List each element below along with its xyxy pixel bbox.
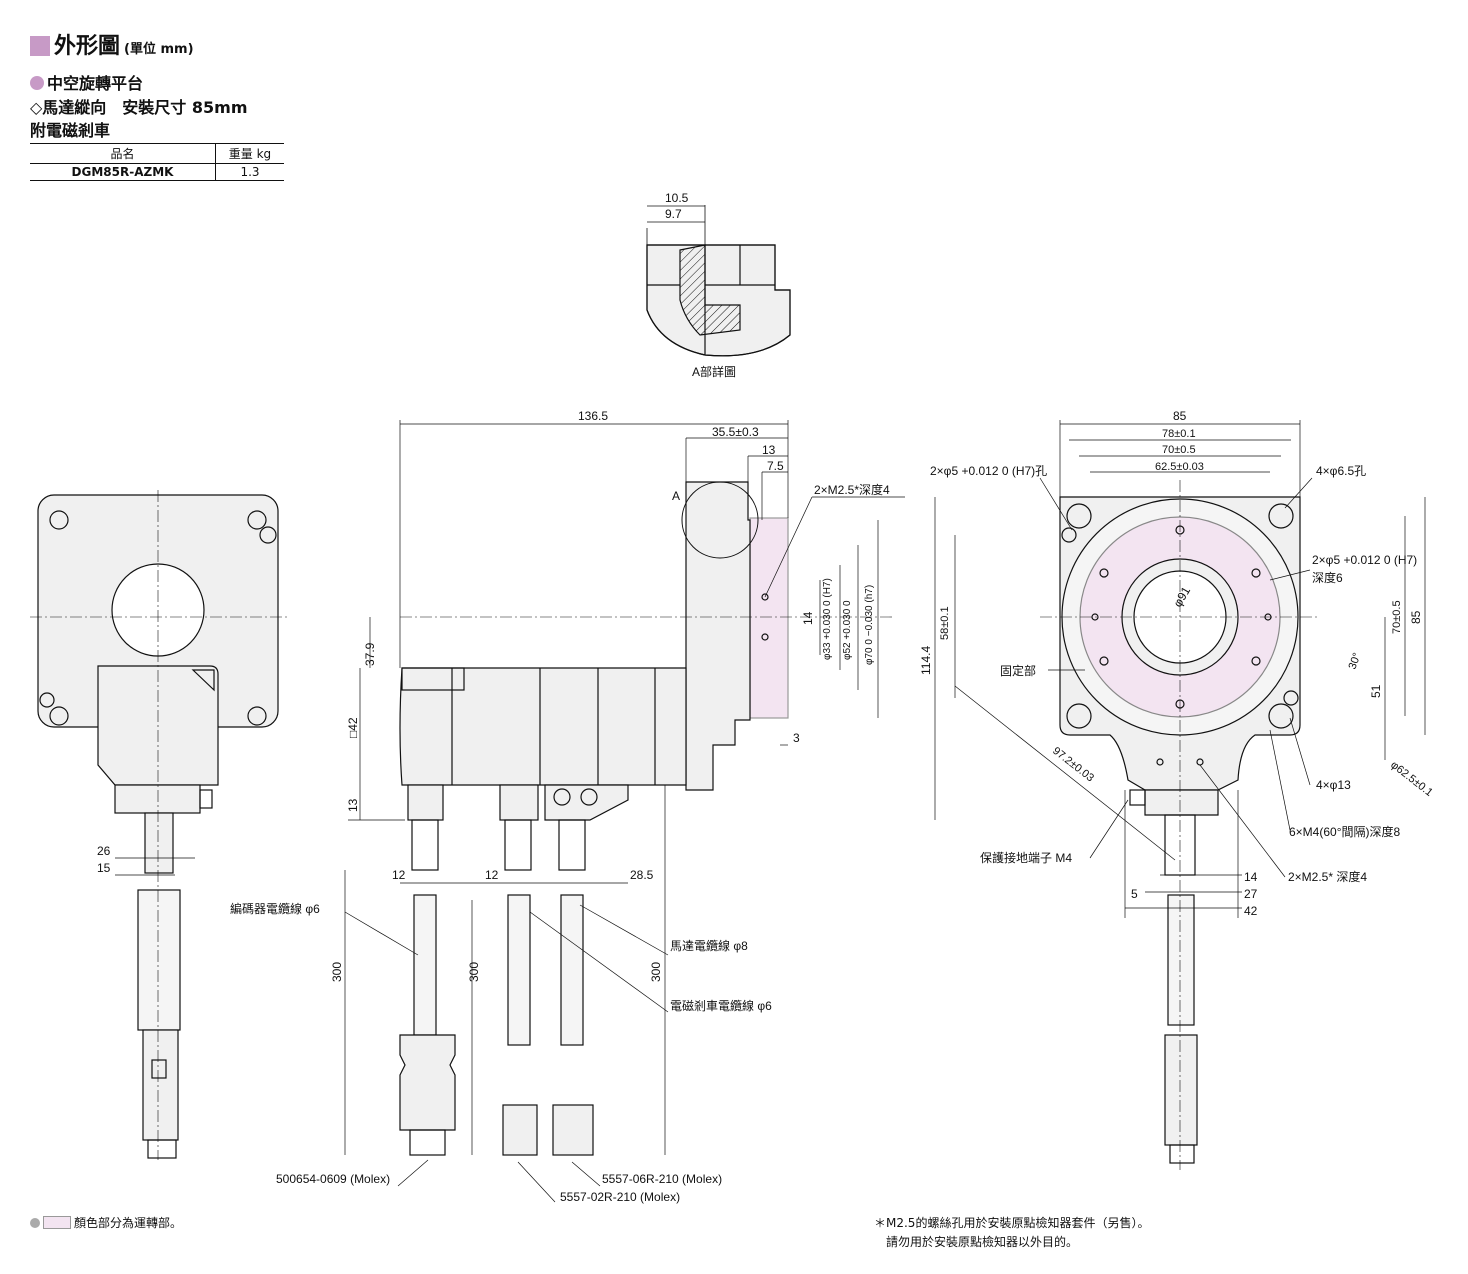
side-view xyxy=(344,420,905,1203)
side-dim-28-5: 28.5 xyxy=(630,868,654,882)
side-dim-m2-5: 2×M2.5*深度4 xyxy=(814,482,890,497)
col-header-model: 品名 xyxy=(30,143,216,164)
side-dim-phi52: φ52 +0.030 0 xyxy=(842,600,853,660)
front-tap-m2-5: 2×M2.5* 深度4 xyxy=(1288,869,1367,884)
detail-dim-10-5: 10.5 xyxy=(665,191,689,205)
label-connector-encoder: 500654-0609 (Molex) xyxy=(276,1172,390,1186)
side-dim-7-5: 7.5 xyxy=(767,459,784,473)
side-dim-300-c: 300 xyxy=(649,962,663,982)
side-dim-37-9: 37.9 xyxy=(363,642,377,666)
front-hole-13: 4×φ13 xyxy=(1316,778,1351,792)
label-brake-cable: 電磁剎車電纜線 φ6 xyxy=(670,998,772,1013)
front-dim-14: 14 xyxy=(1244,870,1258,884)
side-dim-13-bottom: 13 xyxy=(346,798,360,812)
front-dim-27: 27 xyxy=(1244,887,1258,901)
front-dim-70: 70±0.5 xyxy=(1162,444,1196,456)
legend-color-swatch xyxy=(43,1216,71,1229)
legend-text: 顏色部分為運轉部。 xyxy=(74,1216,183,1230)
front-angle-30: 30° xyxy=(1347,651,1364,671)
side-dim-3: 3 xyxy=(793,731,800,745)
side-dim-300-b: 300 xyxy=(467,962,481,982)
detail-a-view xyxy=(646,205,791,357)
front-dim-114-4: 114.4 xyxy=(919,646,933,675)
page-title: 外形圖 xyxy=(54,34,121,59)
side-dim-300-a: 300 xyxy=(330,962,344,982)
side-dim-35-5: 35.5±0.3 xyxy=(712,425,759,439)
label-ground-terminal: 保護接地端子 M4 xyxy=(980,850,1072,865)
front-dim-58: 58±0.1 xyxy=(939,606,951,640)
circle-bullet-icon xyxy=(30,76,44,90)
detail-dim-9-7: 9.7 xyxy=(665,207,682,221)
color-legend: 顏色部分為運轉部。 xyxy=(30,1214,182,1231)
front-dim-62-5: 62.5±0.03 xyxy=(1155,461,1204,473)
cell-model: DGM85R-AZMK xyxy=(30,163,216,181)
product-line-3: 附電磁剎車 xyxy=(30,121,111,140)
label-fixed-part: 固定部 xyxy=(1000,663,1036,678)
front-dim-70-right: 70±0.5 xyxy=(1391,600,1403,634)
header-color-square xyxy=(30,36,50,56)
spec-table: 品名 重量 kg DGM85R-AZMK 1.3 xyxy=(30,143,284,181)
side-dim-square-42: □42 xyxy=(346,717,360,738)
front-dim-51: 51 xyxy=(1369,684,1383,698)
col-header-weight: 重量 kg xyxy=(215,143,284,164)
front-dim-phi62-5: φ62.5±0.1 xyxy=(1388,759,1435,799)
side-dim-12-a: 12 xyxy=(392,868,406,882)
front-hole-6-5: 4×φ6.5孔 xyxy=(1316,464,1366,478)
side-dim-phi33: φ33 +0.030 0 (H7) xyxy=(822,578,833,660)
label-motor-cable: 馬達電纜線 φ8 xyxy=(670,938,748,953)
legend-bullet-icon xyxy=(30,1217,40,1228)
side-dim-136-5: 136.5 xyxy=(578,409,608,423)
side-dim-12-b: 12 xyxy=(485,868,499,882)
unit-label: (單位 mm) xyxy=(124,42,194,57)
front-dim-97-2: 97.2±0.03 xyxy=(1050,745,1096,785)
section-header: 外形圖 (單位 mm) xyxy=(30,28,194,60)
label-connector-brake: 5557-02R-210 (Molex) xyxy=(560,1190,680,1204)
front-dim-85-top: 85 xyxy=(1173,409,1187,423)
front-tap-m4: 6×M4(60°間隔)深度8 xyxy=(1289,824,1400,839)
front-view xyxy=(934,420,1426,1170)
front-dim-78: 78±0.1 xyxy=(1162,428,1196,440)
left-dim-26: 26 xyxy=(97,844,111,858)
front-dim-5: 5 xyxy=(1131,887,1138,901)
cell-weight: 1.3 xyxy=(215,163,284,181)
side-dim-14: 14 xyxy=(801,611,815,625)
detail-marker-a: A xyxy=(672,489,680,503)
product-line-1: 中空旋轉平台 xyxy=(30,70,143,94)
side-dim-13-top: 13 xyxy=(762,443,776,457)
front-pin-hole-h7: 2×φ5 +0.012 0 (H7)孔 xyxy=(930,464,1047,478)
side-dim-phi70: φ70 0 −0.030 (h7) xyxy=(864,585,875,665)
front-dim-85-right: 85 xyxy=(1409,610,1423,624)
front-depth-6: 深度6 xyxy=(1312,570,1343,585)
label-encoder-cable: 編碼器電纜線 φ6 xyxy=(230,901,320,916)
footnote-1: ＊M2.5的螺絲孔用於安裝原點檢知器套件（另售）。 xyxy=(874,1216,1150,1230)
footnote-2: 請勿用於安裝原點檢知器以外目的。 xyxy=(886,1235,1079,1249)
label-connector-motor: 5557-06R-210 (Molex) xyxy=(602,1172,722,1186)
left-view xyxy=(30,490,290,1160)
product-line-2: ◇馬達縱向 安裝尺寸 85mm xyxy=(30,98,248,117)
left-dim-15: 15 xyxy=(97,861,111,875)
front-dim-42: 42 xyxy=(1244,904,1258,918)
front-pin-hole-h7-2: 2×φ5 +0.012 0 (H7) xyxy=(1312,553,1417,567)
detail-caption: A部詳圖 xyxy=(692,364,736,379)
table-row: DGM85R-AZMK 1.3 xyxy=(30,163,284,181)
table-header-row: 品名 重量 kg xyxy=(30,143,284,164)
